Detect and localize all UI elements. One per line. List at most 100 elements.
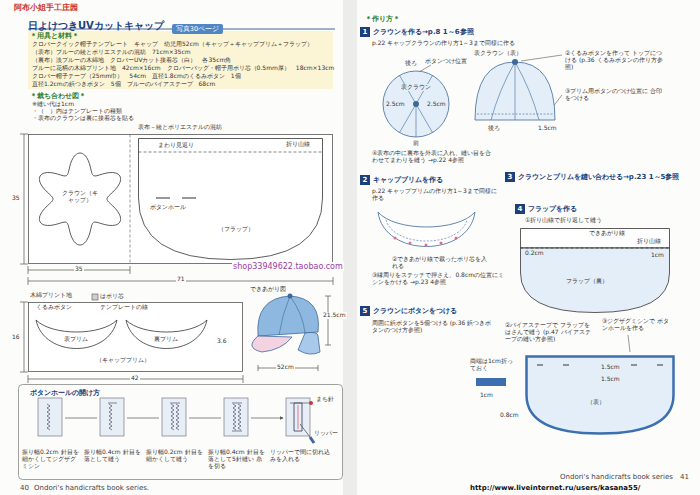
step-note: 両端は1cm折っておく (470, 358, 514, 372)
material-note: はポリ芯 (100, 293, 124, 300)
bound-flap (527, 357, 674, 434)
flap-pattern: まわり見返りボタンホール（フラップ） (138, 138, 323, 260)
part-label: テンプレートの線 (100, 304, 148, 311)
step-note: 振り幅0.2cm 針目を細かくして縫う (146, 449, 204, 463)
step-note: p.22 キャップブリムの作り方1～3まで同様に作る (372, 188, 502, 202)
materials-panel (28, 31, 333, 89)
node-text: クラウン（キャップ） (60, 190, 100, 204)
step-note: ①折り山線で折り返して縫う (525, 217, 602, 224)
dimension-label: 0.2cm (524, 250, 545, 257)
tool-label: リッパー (314, 430, 338, 437)
page-fold (343, 0, 357, 495)
node-text: ボタンホール (150, 204, 186, 211)
fold-line (521, 248, 670, 249)
shape-outline (124, 314, 209, 352)
node-text: ボタンホールの開け方 (30, 389, 100, 397)
step-heading: 2キャップブリムを作る (360, 175, 443, 185)
part-label: くるみボタン (36, 304, 72, 311)
flap-band (521, 229, 670, 249)
node-text: フラップ（裏） (566, 278, 608, 285)
floral-dot (394, 237, 397, 240)
crown-dome (475, 62, 555, 120)
buttonhole-mark (156, 197, 196, 198)
material-line: （表布）ブルーの綾とポリエステルの混紡 71cm×35cm (32, 49, 191, 56)
footer-text: Ondori's handicrafts book series (560, 473, 673, 481)
material-line: 直径1.2cmの鋲つきボタン 5個 ブルーのバイアステープ 68cm (32, 81, 215, 88)
material-line: ブルーに花柄の木綿プリント地 42cm×16cm クロバーバッグ・帽子用ポリ芯（… (32, 65, 334, 72)
dimension-line (258, 365, 318, 371)
node-text: 裏ブリム (154, 336, 178, 343)
cut-line (298, 405, 299, 429)
top-button (413, 101, 419, 107)
step-title: クラウンにボタンをつける (373, 307, 457, 315)
bias-tape (476, 378, 506, 386)
step-title: クラウンとブリムを縫い合わせる→p.23 1～5参照 (518, 173, 679, 181)
dimension-label: 3.6 (217, 338, 227, 345)
buttonhole-panel: ボタンホールの開け方 (18, 384, 343, 480)
step-note: p.22 キャップクラウンの作り方1～3まで同様に作る (372, 40, 515, 47)
dimension-label: 21.5cm (322, 312, 347, 319)
cap-brim (252, 336, 292, 352)
leader-line (521, 55, 562, 61)
step-note: ②くるみボタンを作って トップにつける (p.36 くるみボタンの作り方参照) (565, 50, 665, 71)
crown-pattern: クラウン（キャップ） (33, 140, 128, 258)
dimension-line (20, 134, 28, 264)
buttonhole-step-panel (224, 398, 248, 436)
step-number: 1 (360, 27, 370, 37)
node-text: 表ブリム (64, 336, 88, 343)
seam-ripper-blade (300, 424, 310, 437)
step-number: 3 (505, 172, 515, 182)
note-text: ・（ ）内はテンプレートの種類 (32, 108, 122, 115)
line-label: できあがり線 (588, 230, 626, 237)
crown-seam (491, 62, 539, 120)
step-note: ②できあがり線で裁ったポリ芯を入れる (392, 256, 492, 270)
dimension-label: 35 (74, 266, 84, 273)
watermark: http://www.liveinternet.ru/users/kasana5… (470, 484, 640, 492)
stitch-line (477, 114, 553, 115)
dimension-line (28, 277, 333, 285)
step-number: 5 (360, 306, 370, 316)
node-text: 日よけつきUVカットキャップ (28, 20, 164, 31)
zigzag-stitch (47, 404, 50, 430)
step-note: 振り幅0.4cm 針目を落として5針縫い 糸を切る (208, 449, 266, 470)
stitch-line (386, 220, 467, 241)
shape-outline (18, 384, 343, 480)
fabric-rect (29, 303, 243, 372)
dimension-line (28, 266, 130, 274)
pin-head (309, 401, 313, 405)
node-text: まわり見返り (158, 142, 194, 149)
floral-dot (425, 244, 428, 247)
panel-border (19, 385, 343, 480)
node-text: 表布－綾とポリエステルの混紡 (138, 124, 222, 131)
material-line: クロバークイック帽子テンプレート キャップ 幼児用52cm（キャップ＋キャップブ… (32, 41, 313, 48)
shape-outline (470, 50, 560, 122)
brim-drawing (378, 212, 475, 247)
dimension-label: 71 (176, 276, 186, 283)
buttonhole-step-panel (100, 398, 124, 436)
floral-dot (455, 237, 458, 240)
direction-label: 後ろ (488, 125, 500, 132)
part-label: （キャップブリム） (96, 357, 150, 364)
section-heading: ＊用具と材料＊ (30, 33, 79, 40)
note-text: ・表布のクラウンは裏に接着芯を貼る (32, 115, 134, 122)
dimension-label: 42 (130, 375, 140, 382)
shape-outline (34, 314, 119, 352)
note-text: ※縫い代は1cm (32, 101, 74, 108)
cap-crown (258, 296, 319, 336)
brim-outline (126, 320, 207, 349)
pin (290, 403, 309, 404)
flap-outline (521, 248, 670, 313)
zigzag-stitch (170, 403, 180, 430)
step-title: キャップブリムを作る (373, 176, 443, 184)
crown-seam (400, 104, 417, 133)
floral-dot (409, 242, 412, 245)
dimension-label: 1cm (480, 392, 493, 399)
step-note: 振り幅0.4cm 針目を落として縫う (84, 449, 142, 463)
fold-line (139, 152, 323, 153)
node-text: 木綿プリント地 (30, 292, 72, 299)
buttonhole-step-panel (38, 398, 62, 436)
page-number: 40 (20, 484, 29, 492)
buttonhole-step-panel (286, 398, 310, 436)
dimension-label: 52cm (276, 364, 295, 371)
step-note: ③ジグザグミシンで ボタンホールを作る (602, 318, 672, 332)
